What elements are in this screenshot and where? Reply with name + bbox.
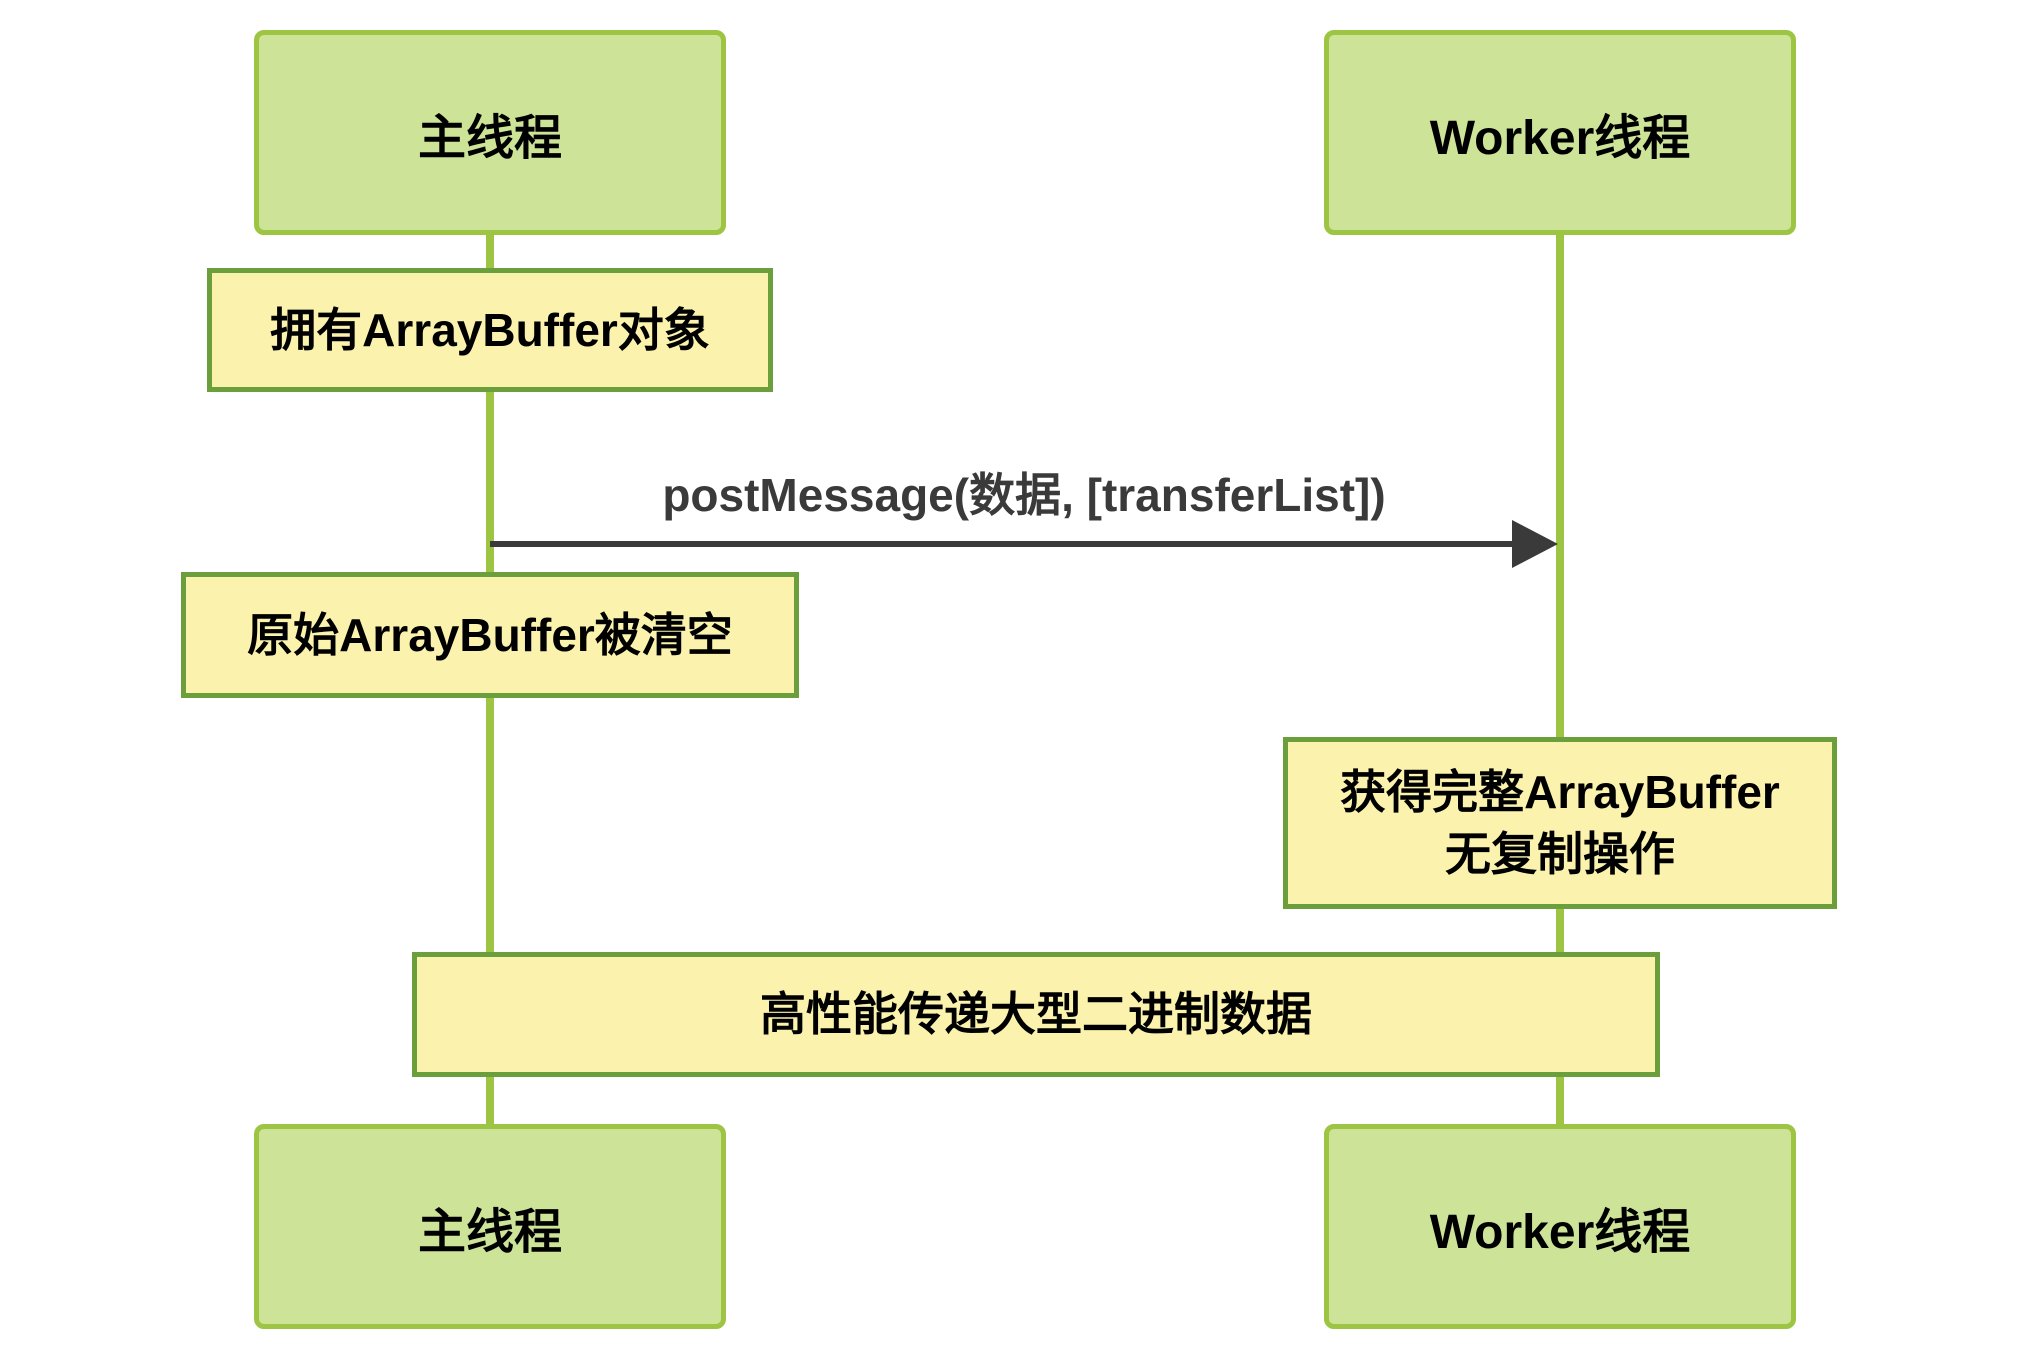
note-text: 高性能传递大型二进制数据 bbox=[760, 988, 1312, 1041]
note-text-line1: 获得完整ArrayBuffer bbox=[1340, 765, 1780, 818]
post-message-arrowhead-icon bbox=[1512, 520, 1558, 568]
actor-main-thread-bottom: 主线程 bbox=[254, 1124, 726, 1329]
actor-label: 主线程 bbox=[417, 1205, 562, 1259]
actor-worker-thread-bottom: Worker线程 bbox=[1324, 1124, 1796, 1329]
worker-thread-lifeline bbox=[1556, 233, 1564, 1127]
note-text: 原始ArrayBuffer被清空 bbox=[247, 608, 733, 661]
actor-label: Worker线程 bbox=[1429, 111, 1691, 165]
note-main-owns-arraybuffer: 拥有ArrayBuffer对象 bbox=[207, 268, 773, 392]
actor-main-thread-top: 主线程 bbox=[254, 30, 726, 235]
actor-label: 主线程 bbox=[417, 111, 562, 165]
note-text-line2: 无复制操作 bbox=[1445, 828, 1675, 880]
note-original-arraybuffer-cleared: 原始ArrayBuffer被清空 bbox=[181, 572, 799, 698]
actor-worker-thread-top: Worker线程 bbox=[1324, 30, 1796, 235]
note-text: 拥有ArrayBuffer对象 bbox=[270, 303, 710, 356]
actor-label: Worker线程 bbox=[1429, 1205, 1691, 1259]
post-message-arrow-line bbox=[490, 541, 1516, 547]
post-message-label: postMessage(数据, [transferList]) bbox=[662, 469, 1386, 521]
note-worker-receives-arraybuffer: 获得完整ArrayBuffer 无复制操作 bbox=[1283, 737, 1837, 909]
note-high-performance-transfer: 高性能传递大型二进制数据 bbox=[412, 952, 1660, 1077]
